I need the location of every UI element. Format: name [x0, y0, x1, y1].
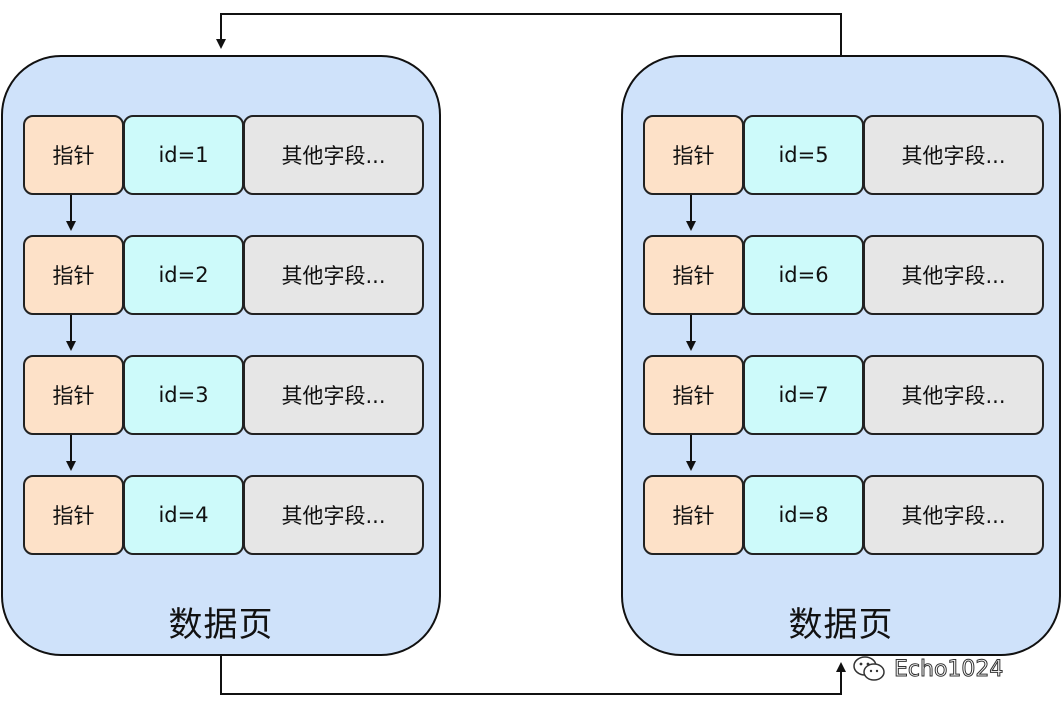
watermark: Echo1024	[852, 652, 1004, 686]
other-fields-cell: 其他字段...	[243, 115, 424, 195]
pointer-cell: 指针	[23, 235, 124, 315]
other-fields-cell: 其他字段...	[863, 235, 1044, 315]
id-cell: id=6	[743, 235, 864, 315]
page-link-top	[216, 13, 842, 55]
other-fields-cell: 其他字段...	[243, 475, 424, 555]
pointer-cell: 指针	[643, 235, 744, 315]
watermark-text: Echo1024	[893, 656, 1004, 682]
other-fields-cell: 其他字段...	[863, 355, 1044, 435]
data-page-label: 数据页	[788, 605, 894, 645]
pointer-cell: 指针	[23, 115, 124, 195]
pointer-cell: 指针	[23, 475, 124, 555]
id-cell: id=3	[123, 355, 244, 435]
record-row: 指针 id=8 其他字段...	[643, 475, 1044, 555]
id-cell: id=7	[743, 355, 864, 435]
other-fields-cell: 其他字段...	[243, 235, 424, 315]
id-cell: id=5	[743, 115, 864, 195]
record-row: 指针 id=4 其他字段...	[23, 475, 424, 555]
page-link-bottom	[220, 656, 846, 695]
pointer-cell: 指针	[643, 475, 744, 555]
record-row: 指针 id=7 其他字段...	[643, 355, 1044, 435]
id-cell: id=1	[123, 115, 244, 195]
other-fields-cell: 其他字段...	[863, 475, 1044, 555]
id-cell: id=8	[743, 475, 864, 555]
record-row: 指针 id=2 其他字段...	[23, 235, 424, 315]
record-row: 指针 id=6 其他字段...	[643, 235, 1044, 315]
record-row: 指针 id=3 其他字段...	[23, 355, 424, 435]
record-row: 指针 id=5 其他字段...	[643, 115, 1044, 195]
wechat-icon	[853, 656, 885, 681]
pointer-cell: 指针	[643, 115, 744, 195]
other-fields-cell: 其他字段...	[243, 355, 424, 435]
id-cell: id=4	[123, 475, 244, 555]
record-row: 指针 id=1 其他字段...	[23, 115, 424, 195]
id-cell: id=2	[123, 235, 244, 315]
data-page-label: 数据页	[168, 605, 274, 645]
data-page-right: 指针 id=5 其他字段... 指针 id=6 其他字段... 指针 id=7 …	[621, 55, 1061, 656]
pointer-cell: 指针	[23, 355, 124, 435]
pointer-cell: 指针	[643, 355, 744, 435]
data-page-left: 指针 id=1 其他字段... 指针 id=2 其他字段... 指针 id=3 …	[1, 55, 441, 656]
other-fields-cell: 其他字段...	[863, 115, 1044, 195]
